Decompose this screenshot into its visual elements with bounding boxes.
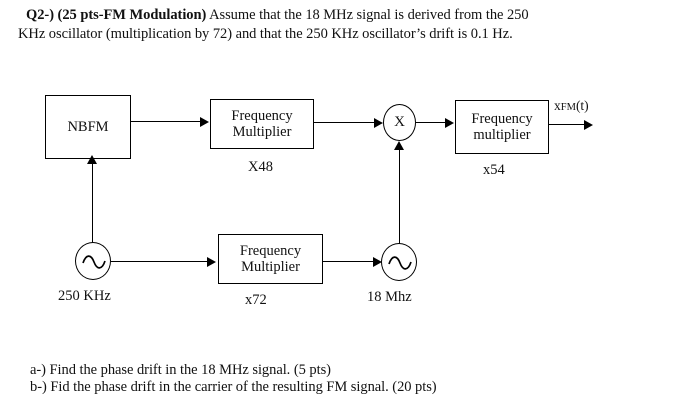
arrowhead-output-xfm <box>584 120 593 130</box>
arrowhead-osc250-to-multiplier72 <box>207 257 216 267</box>
label-output-signal: xFM(t) <box>554 98 589 115</box>
arrowhead-osc18-to-mixer <box>394 141 404 150</box>
block-frequency-multiplier-48-line2: Multiplier <box>232 124 292 140</box>
block-frequency-multiplier-48-line1: Frequency <box>231 107 293 124</box>
block-frequency-multiplier-54-line1: Frequency <box>471 110 533 127</box>
mixer-symbol: X <box>394 114 405 130</box>
block-nbfm: NBFM <box>45 95 131 159</box>
connector-multiplier48-to-mixer <box>314 122 376 123</box>
connector-osc250-to-multiplier72 <box>111 261 209 262</box>
connector-output-xfm <box>549 124 586 125</box>
sine-wave-icon <box>388 256 412 270</box>
label-output-signal-base: x <box>554 98 561 113</box>
block-frequency-multiplier-54: Frequency multiplier <box>455 100 549 154</box>
problem-statement-line-1-text: Assume that the 18 MHz signal is derived… <box>206 7 529 23</box>
block-frequency-multiplier-72-line1: Frequency <box>239 242 302 259</box>
block-nbfm-label: NBFM <box>67 118 109 135</box>
label-oscillator-18mhz: 18 Mhz <box>367 289 412 305</box>
label-output-signal-suffix: (t) <box>575 98 589 113</box>
connector-osc250-to-nbfm <box>92 163 93 242</box>
question-part-a: a-) Find the phase drift in the 18 MHz s… <box>30 362 331 378</box>
block-frequency-multiplier-48: Frequency Multiplier <box>210 99 314 149</box>
arrowhead-multiplier72-to-osc18 <box>373 257 382 267</box>
oscillator-250khz <box>75 242 111 280</box>
label-multiplier-factor-54: x54 <box>483 162 505 178</box>
block-frequency-multiplier-54-line2: multiplier <box>473 127 531 143</box>
connector-nbfm-to-multiplier48 <box>131 121 201 122</box>
arrowhead-nbfm-to-multiplier48 <box>200 117 209 127</box>
label-oscillator-250khz: 250 KHz <box>58 288 111 304</box>
connector-osc18-to-mixer <box>399 150 400 243</box>
arrowhead-osc250-to-nbfm <box>87 155 97 164</box>
label-multiplier-factor-48: X48 <box>248 159 273 175</box>
connector-mixer-to-multiplier54 <box>416 122 447 123</box>
oscillator-18mhz <box>381 243 417 281</box>
block-frequency-multiplier-72: Frequency Multiplier <box>218 234 323 284</box>
block-frequency-multiplier-72-line2: Multiplier <box>241 259 300 275</box>
question-part-b: b-) Fid the phase drift in the carrier o… <box>30 379 437 395</box>
osc250-top-stub <box>92 232 93 243</box>
problem-number-label: Q2-) (25 pts-FM Modulation) <box>26 7 207 23</box>
problem-statement-line-1: Q2-) (25 pts-FM Modulation) Assume that … <box>26 6 529 24</box>
arrowhead-mixer-to-multiplier54 <box>445 118 454 128</box>
label-multiplier-factor-72: x72 <box>245 292 267 308</box>
problem-statement-line-2: KHz oscillator (multiplication by 72) an… <box>18 26 513 42</box>
mixer-multiplier-node: X <box>383 104 416 141</box>
sine-wave-icon <box>82 255 106 269</box>
label-output-signal-subscript: FM <box>560 102 576 113</box>
arrowhead-multiplier48-to-mixer <box>374 118 383 128</box>
connector-multiplier72-to-osc18 <box>323 261 380 262</box>
